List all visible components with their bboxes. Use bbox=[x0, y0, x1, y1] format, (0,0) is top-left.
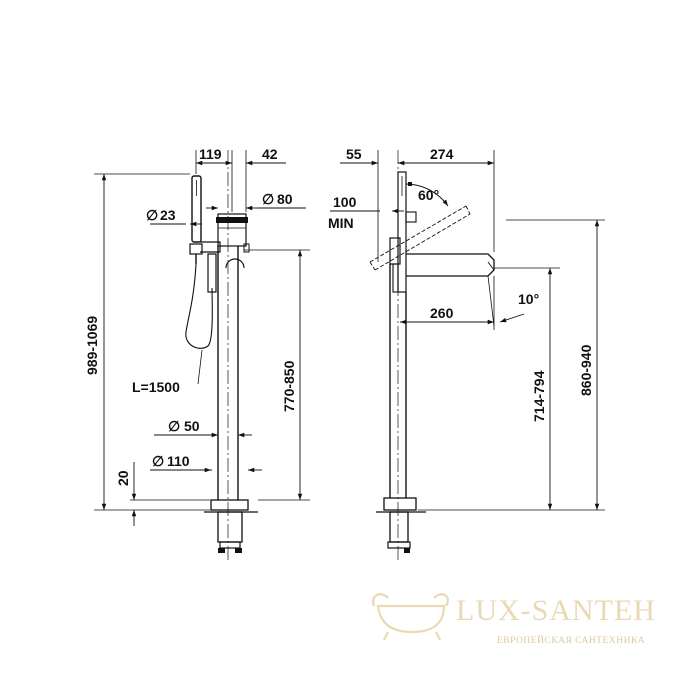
base-plate bbox=[210, 499, 249, 511]
right-view bbox=[330, 150, 605, 560]
dim-mixer-diameter-symbol: ∅ bbox=[262, 191, 274, 207]
watermark-tagline: ЕВРОПЕЙСКАЯ САНТЕХНИКА bbox=[497, 634, 645, 646]
watermark-brand: LUX-SANTEH bbox=[456, 594, 656, 627]
dim-handshower-offset: 119 bbox=[199, 146, 222, 162]
hand-shower bbox=[191, 175, 202, 243]
dim-spout-projection: 274 bbox=[430, 146, 454, 162]
left-view bbox=[94, 150, 310, 560]
dim-spout-reach: 260 bbox=[430, 305, 454, 321]
spout bbox=[406, 253, 495, 277]
watermark: LUX-SANTEH ЕВРОПЕЙСКАЯ САНТЕХНИКА bbox=[372, 593, 656, 646]
dim-floor-offset: 20 bbox=[115, 470, 131, 486]
dim-handshower-diameter: 23 bbox=[160, 207, 176, 223]
dim-clearance-value: 100 bbox=[333, 194, 357, 210]
dim-clearance-min-label: MIN bbox=[328, 215, 354, 231]
dim-total-height: 989-1069 bbox=[84, 316, 100, 375]
dim-base-diameter: 110 bbox=[167, 453, 190, 469]
dim-base-diameter-symbol: ∅ bbox=[152, 453, 164, 469]
mixer-body bbox=[217, 213, 247, 247]
dim-mixer-height: 770-850 bbox=[281, 360, 297, 412]
dim-mixer-offset: 42 bbox=[262, 146, 278, 162]
dim-rear-offset: 55 bbox=[346, 146, 362, 162]
dim-mixer-diameter: 80 bbox=[277, 191, 293, 207]
dim-swivel-angle: 60° bbox=[418, 187, 439, 203]
shower-hose bbox=[185, 263, 213, 349]
dim-handshower-diameter-symbol: ∅ bbox=[146, 207, 158, 223]
bathtub-logo-icon bbox=[372, 593, 449, 641]
dim-spout-angle: 10° bbox=[518, 291, 539, 307]
dim-column-diameter: 50 bbox=[184, 418, 200, 434]
dim-hose-length: L=1500 bbox=[132, 379, 180, 395]
dim-total-height-right: 860-940 bbox=[578, 344, 594, 396]
dim-spout-height: 714-794 bbox=[531, 370, 547, 422]
dim-column-diameter-symbol: ∅ bbox=[168, 418, 180, 434]
